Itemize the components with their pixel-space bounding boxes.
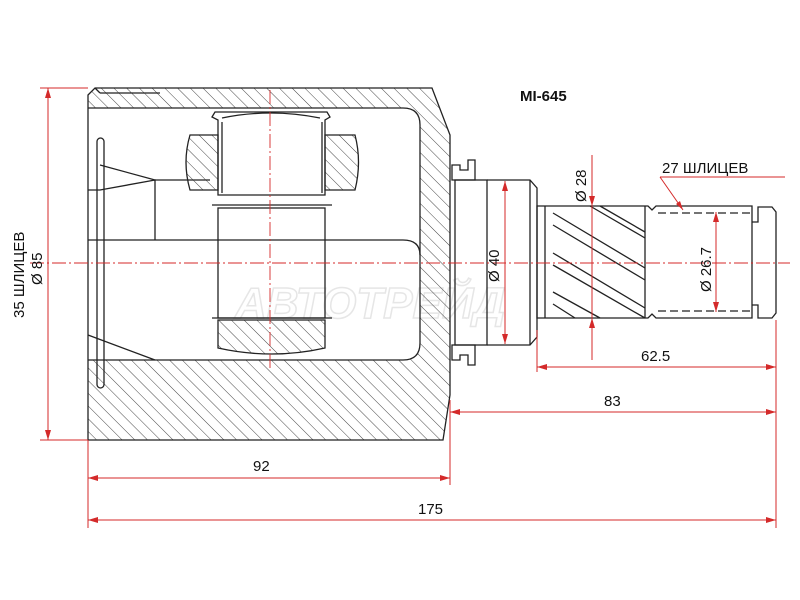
housing-length-label: 92 [253, 458, 270, 475]
part-number: MI-645 [520, 88, 567, 105]
outer-diameter-label: Ø 85 [29, 252, 46, 285]
outer-splines-label: 35 ШЛИЦЕВ [11, 232, 28, 318]
shaft [454, 179, 777, 346]
inner-splines-label: 27 ШЛИЦЕВ [662, 160, 748, 177]
seal-diameter-label: Ø 40 [486, 249, 503, 282]
spline-length-label: 62.5 [641, 348, 670, 365]
tripod-assembly [185, 111, 360, 355]
shaft-length-label: 83 [604, 393, 621, 410]
housing-section [87, 87, 451, 441]
spline-diameter-label: Ø 26.7 [698, 247, 715, 292]
shaft-diameter-label: Ø 28 [573, 169, 590, 202]
total-length-label: 175 [418, 501, 443, 518]
